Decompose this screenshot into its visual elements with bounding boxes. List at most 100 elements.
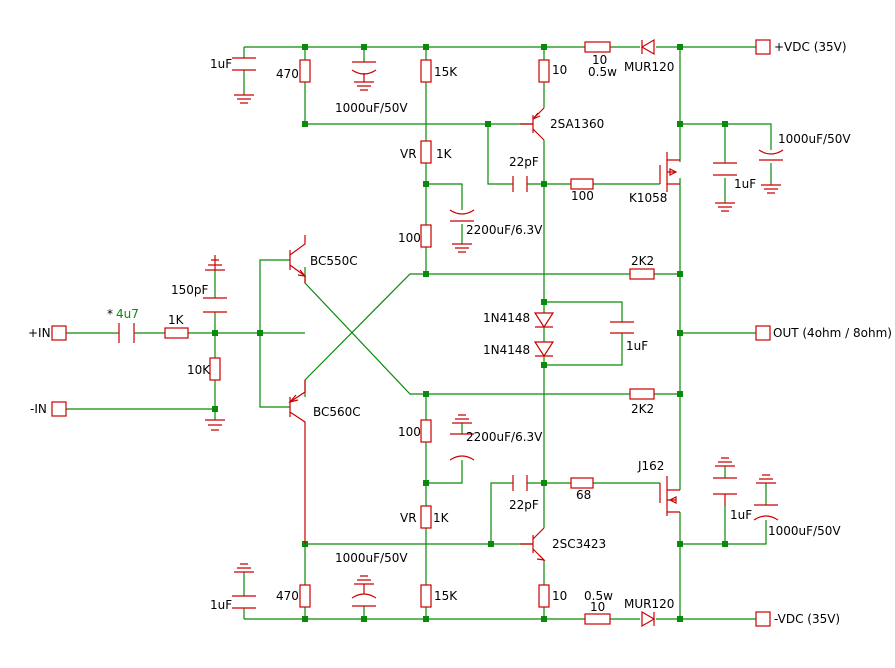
resistor-2k2-top (629, 268, 655, 280)
label-term-out: OUT (4ohm / 8ohm) (773, 326, 892, 340)
label-r-gate-bot: 68 (576, 488, 591, 502)
capacitor-right-top-1000uf (758, 149, 784, 194)
terminal-out[interactable] (755, 325, 771, 341)
capacitor-right-bottom-1000uf (753, 474, 779, 521)
terminal-in-pos[interactable] (51, 325, 67, 341)
label-cap-4u7: 4u7 (116, 307, 139, 321)
label-d-bot: MUR120 (624, 597, 674, 611)
label-r-supply-top: 10 (592, 53, 607, 67)
diode-top-mur120 (640, 38, 655, 56)
resistor-bottom-15k (420, 584, 432, 608)
capacitor-bottom-1uf (232, 563, 256, 609)
label-d-1n4148-b: 1N4148 (483, 343, 530, 357)
label-c-2200-top: 2200uF/6.3V (466, 223, 543, 237)
label-vr-top-val: 1K (436, 147, 453, 161)
label-vr-bot: VR (400, 511, 417, 525)
diode-1n4148-a (533, 312, 555, 329)
label-d-top: MUR120 (624, 60, 674, 74)
terminal-vdc-pos[interactable] (755, 39, 771, 55)
label-c-miller-bot: 22pF (509, 498, 539, 512)
label-r-bot-15k: 15K (434, 589, 458, 603)
capacitor-2200-bottom (449, 414, 475, 461)
resistor-top-15k (420, 59, 432, 83)
resistor-bottom-470 (299, 584, 311, 608)
label-q-2sc3423: 2SC3423 (552, 537, 606, 551)
label-c-bot-1000uf: 1000uF/50V (335, 551, 408, 565)
resistor-gate-top (570, 178, 594, 190)
label-r-supply-bot-w: 0.5w (584, 589, 613, 603)
junction-dots (212, 44, 728, 622)
trimmer-bottom-vr (420, 505, 432, 529)
label-c-1uf-bias: 1uF (626, 339, 648, 353)
label-r-top-470: 470 (276, 67, 299, 81)
label-r-in-1k: 1K (168, 313, 185, 327)
label-q-2sa1360: 2SA1360 (550, 117, 604, 131)
label-c-right-bot-1000uf: 1000uF/50V (768, 524, 841, 538)
transistor-bc560c (288, 380, 306, 544)
label-c-bot-1uf: 1uF (210, 598, 232, 612)
label-r-2k2-bot: 2K2 (631, 402, 654, 416)
capacitor-2200-top (449, 209, 475, 253)
label-r-100-top: 100 (398, 231, 421, 245)
label-r-100-bot: 100 (398, 425, 421, 439)
terminal-vdc-neg[interactable] (755, 611, 771, 627)
diode-bottom-mur120 (641, 610, 656, 628)
trimmer-top-vr (420, 140, 432, 164)
label-c-miller-top: 22pF (509, 155, 539, 169)
resistor-10k (209, 357, 221, 381)
transistor-bc550c (289, 235, 307, 283)
capacitor-right-bottom-1uf (713, 457, 737, 506)
label-r-top-10: 10 (552, 63, 567, 77)
label-c-150pf: 150pF (171, 283, 209, 297)
component-labels: 1uF 470 1000uF/50V 15K 10 10 0.5w MUR120… (28, 40, 892, 626)
mosfet-k1058 (659, 152, 680, 192)
capacitor-miller-bottom (512, 475, 528, 491)
capacitor-right-top-1uf (713, 162, 737, 212)
label-vr-bot-val: 1K (433, 511, 450, 525)
label-c-top-1000uf: 1000uF/50V (335, 101, 408, 115)
label-term-vdc-neg: -VDC (35V) (774, 612, 840, 626)
transistor-2sc3423 (520, 527, 546, 561)
label-r-bot-10: 10 (552, 589, 567, 603)
label-c-2200-bot: 2200uF/6.3V (466, 430, 543, 444)
label-r-supply-top-w: 0.5w (588, 65, 617, 79)
label-r-10k: 10K (187, 363, 211, 377)
label-c-right-top-1uf: 1uF (734, 177, 756, 191)
transistor-2sa1360 (520, 107, 545, 141)
label-c-top-1uf: 1uF (210, 57, 232, 71)
label-term-in-pos: +IN (28, 326, 51, 340)
terminal-in-neg[interactable] (51, 401, 67, 417)
capacitor-bottom-1000uf (351, 575, 377, 607)
capacitor-input-4u7 (118, 323, 135, 343)
label-term-in-neg: -IN (30, 402, 47, 416)
resistor-input-1k (164, 327, 189, 339)
label-q-bc550c: BC550C (310, 254, 358, 268)
label-r-top-15k: 15K (434, 65, 458, 79)
resistor-supply-bottom (584, 613, 611, 625)
label-q-bc560c: BC560C (313, 405, 361, 419)
label-d-1n4148-a: 1N4148 (483, 311, 530, 325)
label-vr-top: VR (400, 147, 417, 161)
capacitor-150pf (203, 255, 227, 313)
resistor-top-100 (420, 224, 432, 248)
capacitor-bias-1uf (610, 321, 634, 334)
label-c-right-bot-1uf: 1uF (730, 508, 752, 522)
capacitor-top-1uf (232, 57, 256, 104)
label-term-vdc-pos: +VDC (35V) (774, 40, 847, 54)
capacitor-miller-top (512, 176, 528, 192)
resistor-2k2-bottom (629, 388, 655, 400)
mosfet-j162 (659, 476, 680, 516)
label-r-2k2-top: 2K2 (631, 254, 654, 268)
resistor-top-470 (299, 59, 311, 83)
label-r-bot-470: 470 (276, 589, 299, 603)
resistor-gate-bottom (570, 477, 594, 489)
resistor-supply-top (584, 41, 611, 53)
capacitor-top-1000uf (351, 61, 377, 91)
resistor-bottom-100 (420, 419, 432, 443)
ground-input-icon (205, 419, 225, 431)
diode-1n4148-b (533, 341, 555, 358)
label-cap-star: * (107, 307, 113, 321)
label-q-k1058: K1058 (629, 191, 667, 205)
resistor-bottom-10 (538, 584, 550, 608)
label-r-supply-bot: 10 (590, 600, 605, 614)
